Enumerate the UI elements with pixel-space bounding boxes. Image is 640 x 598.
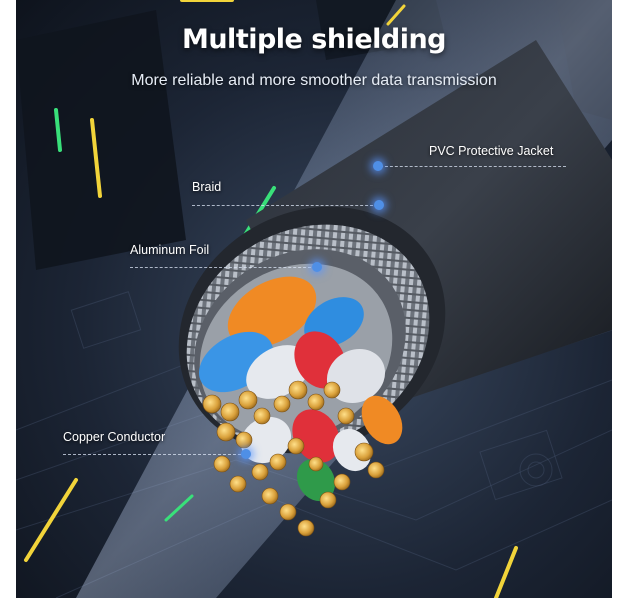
callout-leader-foil xyxy=(130,267,316,268)
callout-label-jacket: PVC Protective Jacket xyxy=(429,144,554,158)
cable-illustration xyxy=(16,0,612,598)
callout-leader-jacket xyxy=(380,166,566,167)
callout-leader-conductor xyxy=(63,454,246,455)
callout-dot-foil xyxy=(312,262,322,272)
headline: Multiple shielding xyxy=(181,24,447,55)
callout-dot-braid xyxy=(374,200,384,210)
callout-label-conductor: Copper Conductor xyxy=(63,430,166,444)
callout-dot-jacket xyxy=(373,161,383,171)
callout-leader-braid xyxy=(192,205,378,206)
callout-dot-conductor xyxy=(241,449,251,459)
cable-cross-section-graphic xyxy=(16,0,612,598)
callout-label-braid: Braid xyxy=(192,180,222,194)
copper-strands xyxy=(202,380,385,537)
callout-label-foil: Aluminum Foil xyxy=(130,243,210,257)
insulated-wires xyxy=(199,276,403,502)
subheadline: More reliable and more smoother data tra… xyxy=(131,72,497,89)
